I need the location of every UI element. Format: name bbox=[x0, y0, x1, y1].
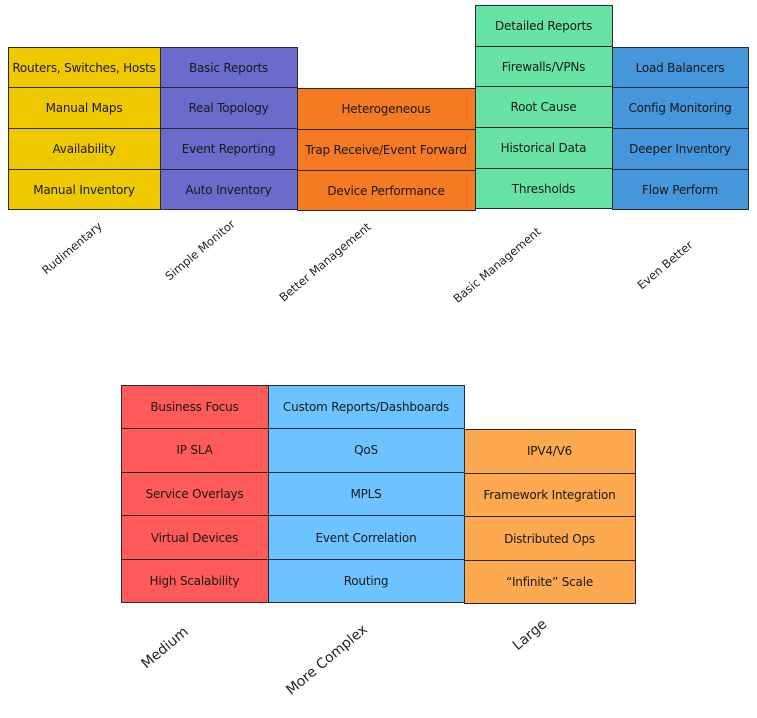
feature-cell: Routing bbox=[267, 558, 465, 604]
feature-cell: Config Monitoring bbox=[611, 87, 749, 130]
feature-cell: Virtual Devices bbox=[120, 515, 269, 560]
feature-cell: MPLS bbox=[267, 471, 465, 517]
feature-cell: Historical Data bbox=[474, 127, 613, 169]
feature-cell: Custom Reports/Dashboards bbox=[267, 384, 465, 430]
feature-cell: Firewalls/VPNs bbox=[474, 45, 613, 88]
column-label: Medium bbox=[138, 623, 192, 673]
column-label: Simple Monitor bbox=[162, 216, 238, 284]
feature-cell: Service Overlays bbox=[120, 471, 269, 517]
feature-cell: Trap Receive/Event Forward bbox=[296, 129, 476, 171]
feature-cell: Thresholds bbox=[474, 167, 613, 210]
feature-cell: “Infinite” Scale bbox=[463, 559, 636, 605]
feature-cell: Availability bbox=[7, 128, 161, 170]
feature-cell: High Scalability bbox=[120, 558, 269, 604]
feature-cell: Root Cause bbox=[474, 86, 613, 129]
feature-cell: Framework Integration bbox=[463, 472, 636, 518]
feature-cell: Flow Perform bbox=[611, 168, 749, 211]
feature-cell: Basic Reports bbox=[159, 46, 298, 89]
feature-cell: Device Performance bbox=[296, 169, 476, 212]
column-label: Even Better bbox=[634, 237, 696, 293]
column-label: Rudimentary bbox=[39, 218, 105, 278]
feature-cell: Event Reporting bbox=[159, 128, 298, 170]
feature-cell: QoS bbox=[267, 428, 465, 473]
column-label: Large bbox=[509, 616, 551, 654]
column-label: Better Management bbox=[276, 219, 374, 305]
feature-cell: Distributed Ops bbox=[463, 516, 636, 561]
feature-cell: Event Correlation bbox=[267, 515, 465, 560]
feature-cell: Routers, Switches, Hosts bbox=[7, 46, 161, 89]
feature-cell: Deeper Inventory bbox=[611, 128, 749, 170]
feature-cell: Manual Maps bbox=[7, 87, 161, 130]
feature-cell: Heterogeneous bbox=[296, 88, 476, 131]
feature-cell: Business Focus bbox=[120, 384, 269, 430]
feature-cell: IPV4/V6 bbox=[463, 429, 636, 474]
feature-cell: Auto Inventory bbox=[159, 168, 298, 211]
feature-cell: Real Topology bbox=[159, 87, 298, 130]
column-label: Basic Management bbox=[450, 224, 544, 306]
column-label: More Complex bbox=[283, 621, 371, 699]
feature-cell: Manual Inventory bbox=[7, 168, 161, 211]
feature-cell: IP SLA bbox=[120, 428, 269, 473]
feature-cell: Load Balancers bbox=[611, 46, 749, 89]
feature-cell: Detailed Reports bbox=[474, 5, 613, 47]
